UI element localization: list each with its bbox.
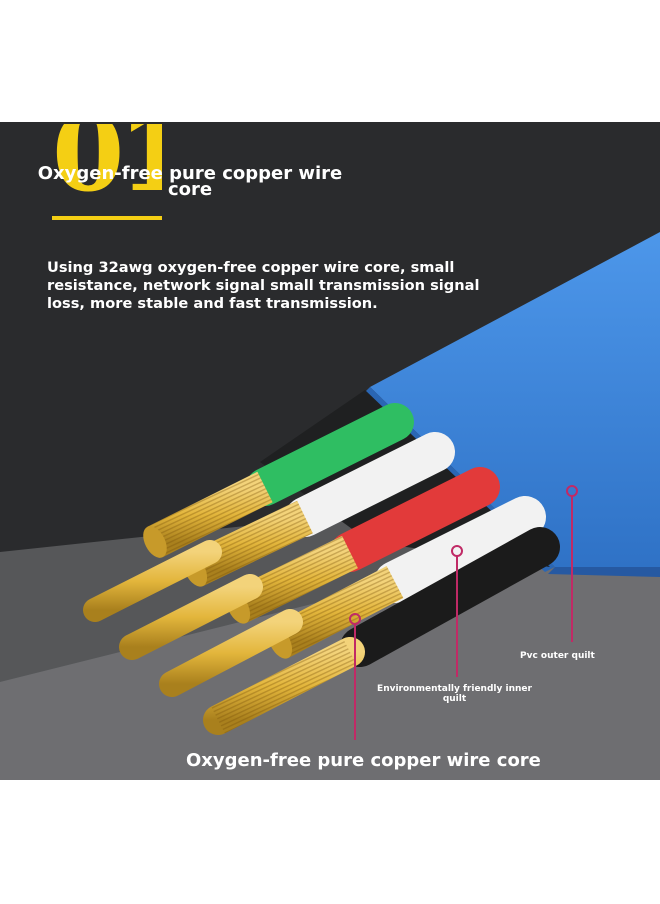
section-title: Oxygen-free pure copper wire core [37,163,343,200]
callout-core-marker [349,613,361,740]
wire-copper-lower-2 [119,574,263,660]
label-inner-quilt: Environmentally friendly inner quilt [377,684,532,704]
title-underline [52,216,162,220]
callout-outer-marker [566,485,578,642]
section-number: 01 [52,124,162,206]
wire-copper-lower-3 [159,609,303,697]
wire-white-2 [267,496,546,659]
product-image-panel: 01 Oxygen-free pure copper wire core Usi… [0,122,660,780]
label-copper-core: Oxygen-free pure copper wire core [186,750,541,771]
cable-illustration [0,232,660,780]
wire-green [143,403,414,558]
callout-inner-marker [451,545,463,677]
label-pvc-outer-quilt: Pvc outer quilt [520,651,595,661]
section-number-badge: 01 [52,124,162,206]
wire-black [203,527,560,735]
wire-copper-lower-1 [83,540,222,622]
section-description: Using 32awg oxygen-free copper wire core… [47,259,480,312]
